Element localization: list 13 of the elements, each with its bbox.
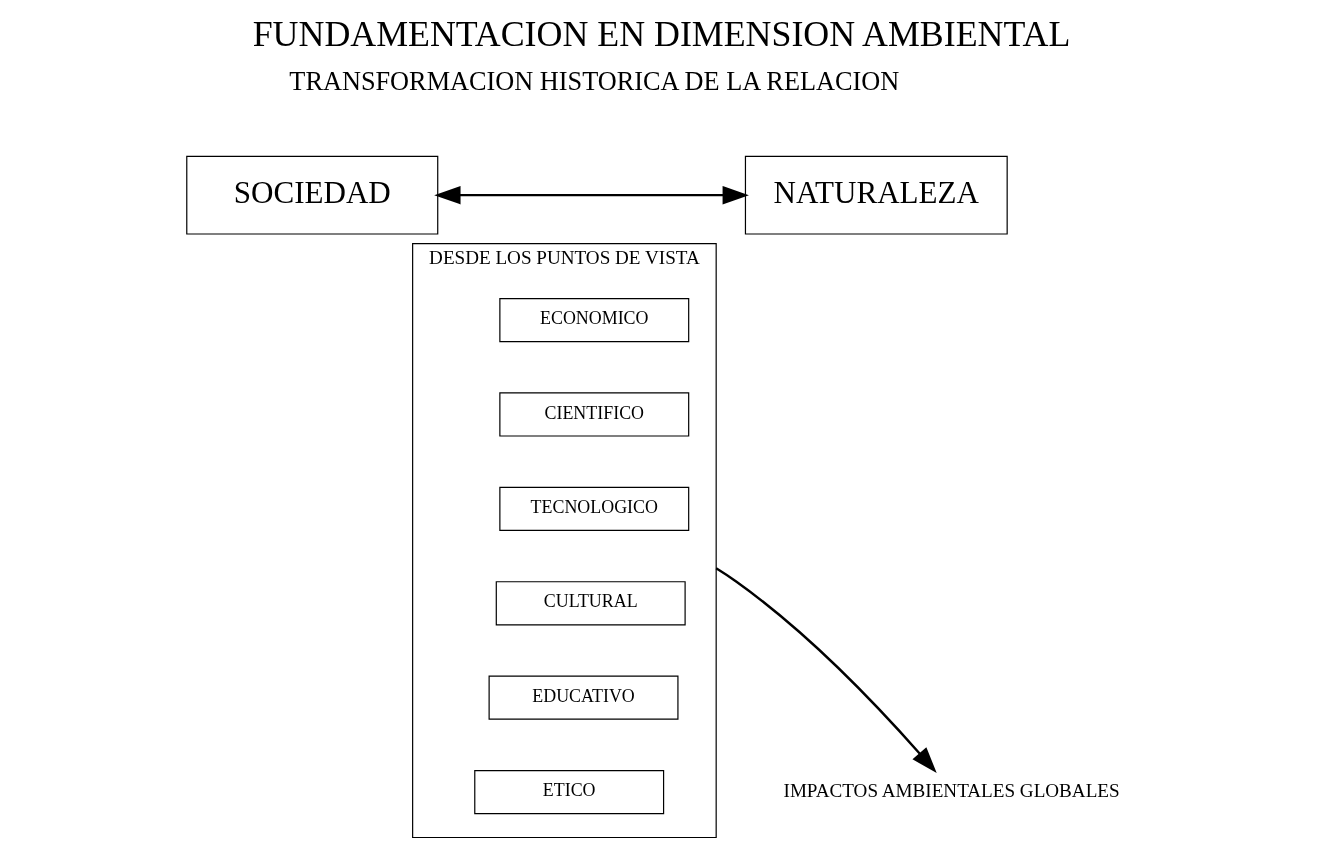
node-text: IMPACTOS AMBIENTALES GLOBALES [783, 779, 1120, 801]
arrow [715, 567, 937, 774]
node-box: CULTURAL [495, 581, 686, 626]
label: TRANSFORMACION HISTORICA DE LA RELACION [289, 67, 900, 97]
node-box: EDUCATIVO [488, 675, 679, 720]
node-box: NATURALEZA [744, 155, 1008, 235]
arrow [434, 185, 749, 205]
diagram-title: FUNDAMENTACION EN DIMENSION AMBIENTAL [252, 14, 1071, 55]
node-box: ETICO [474, 770, 665, 815]
node-box: TECNOLOGICO [499, 486, 690, 531]
node-box: ECONOMICO [499, 297, 690, 343]
node-box: CIENTIFICO [499, 392, 690, 437]
node-box: SOCIEDAD [186, 155, 439, 235]
